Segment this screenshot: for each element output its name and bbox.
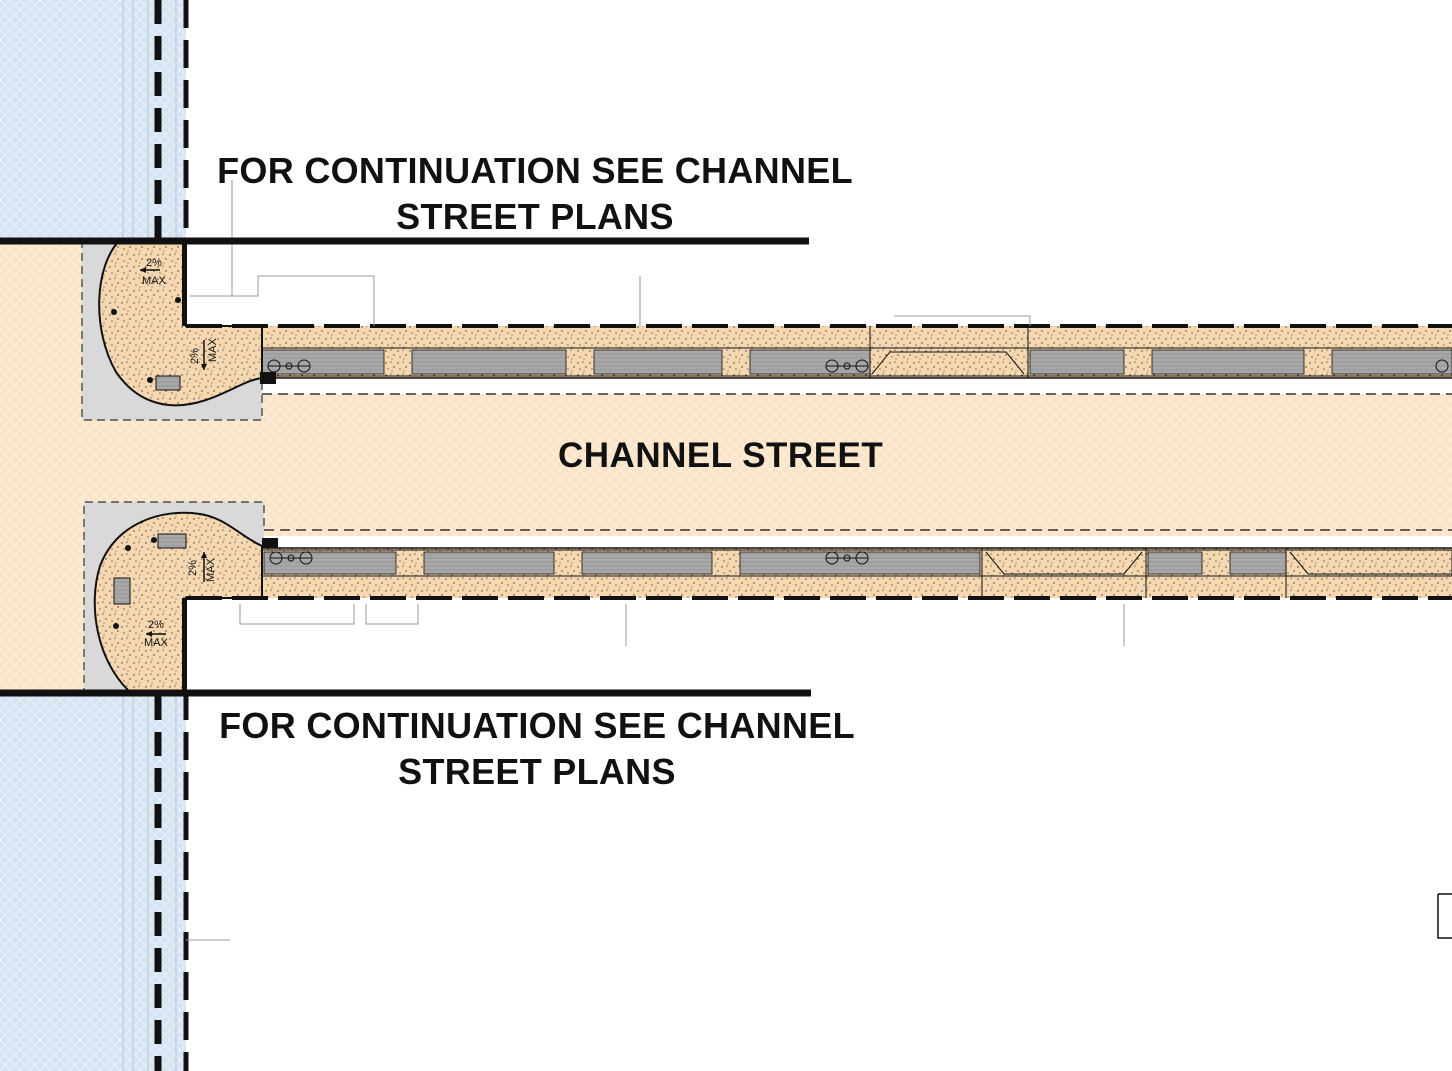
slope-label-pct: 2% [148,619,164,631]
note-line: FOR CONTINUATION SEE CHANNEL [217,150,853,191]
slope-label-max: MAX [142,275,167,287]
note-line: FOR CONTINUATION SEE CHANNEL [219,705,855,746]
slope-label-pct: 2% [146,257,162,269]
slope-label-max: MAX [144,637,169,649]
continuation-note-bottom: FOR CONTINUATION SEE CHANNEL STREET PLAN… [217,703,857,795]
slope-label-pct: 2% [187,560,199,576]
corner-ramp-south [83,501,278,696]
note-line: STREET PLANS [398,751,676,792]
slope-label-max: MAX [207,338,219,363]
north-sidewalk [186,326,1452,379]
building-outlines [186,180,1452,941]
slope-label-max: MAX [205,558,217,583]
property-lines [154,0,1452,1071]
note-line: STREET PLANS [396,196,674,237]
continuation-note-top: FOR CONTINUATION SEE CHANNEL STREET PLAN… [215,148,855,240]
south-sidewalk [186,547,1452,598]
corner-ramp-north [81,239,276,421]
slope-label-pct: 2% [189,348,201,364]
street-name-label: CHANNEL STREET [558,436,884,475]
